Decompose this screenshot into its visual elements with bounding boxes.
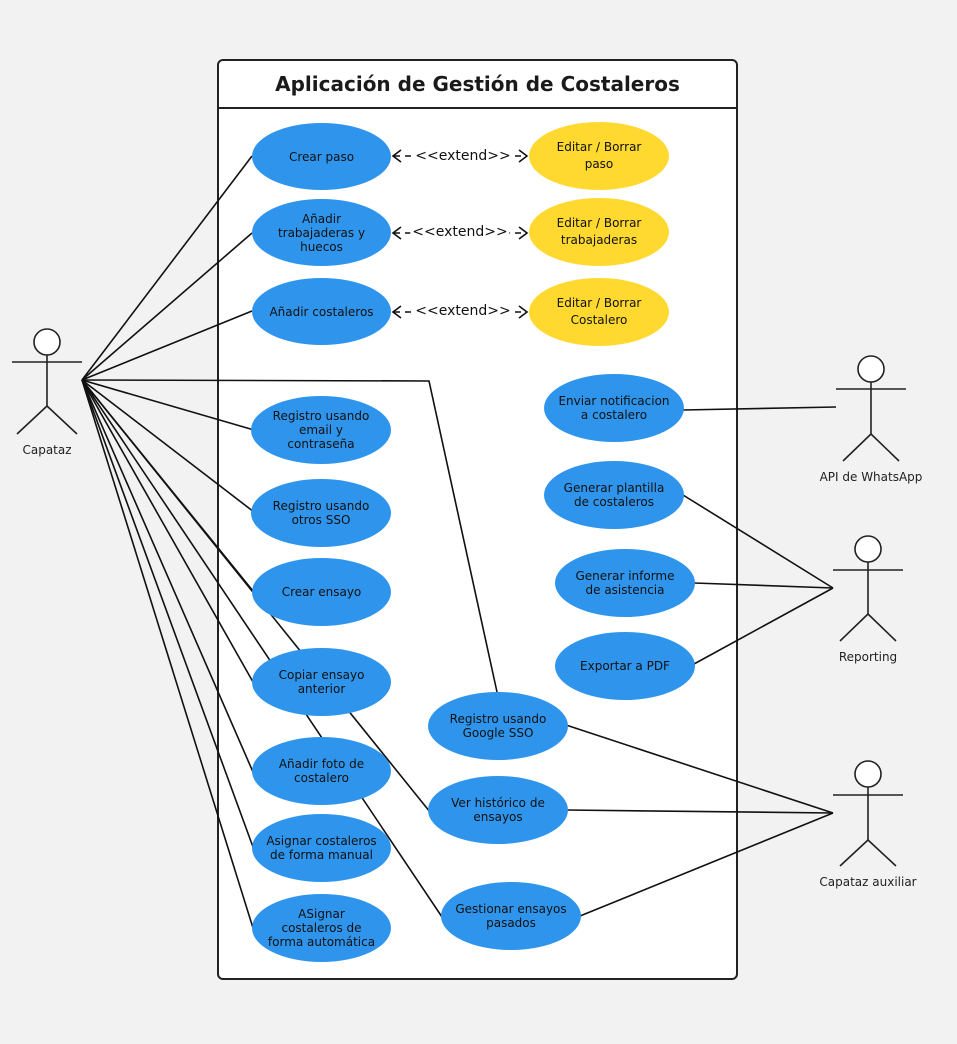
use-case-crear-paso[interactable]: Crear paso — [252, 123, 391, 190]
assoc-capataz-anadir-trabajaderas — [81, 232, 253, 381]
use-case-editar-costalero[interactable]: Editar / Borrar Costalero — [529, 278, 669, 346]
actor-reporting-label: Reporting — [838, 650, 898, 664]
extend-label-paso: <<extend>> — [413, 148, 513, 164]
use-case-anadir-foto[interactable]: Añadir foto de costalero — [252, 737, 391, 805]
arrowhead-right-1 — [518, 149, 529, 163]
arrowhead-right-2 — [518, 226, 529, 240]
assoc-capataz-copiar-ensayo — [81, 379, 254, 683]
assoc-capataz-anadir-foto — [81, 379, 254, 773]
extend-label-costalero: <<extend>> — [413, 303, 513, 319]
use-case-registro-google[interactable]: Registro usando Google SSO — [428, 692, 568, 760]
use-case-registro-email[interactable]: Registro usando email y contraseña — [251, 396, 391, 464]
assoc-auxiliar-registro-google — [565, 724, 834, 814]
use-case-editar-paso[interactable]: Editar / Borrar paso — [529, 122, 669, 190]
assoc-capataz-asignar-manual — [81, 379, 254, 848]
assoc-reporting-informe — [693, 582, 834, 589]
assoc-auxiliar-historico — [565, 809, 834, 814]
assoc-capataz-registro-google — [81, 379, 498, 693]
arrowhead-left-2 — [391, 226, 402, 240]
actor-whatsapp-label: API de WhatsApp — [819, 470, 923, 484]
assoc-capataz-registro-sso — [81, 379, 255, 513]
arrowhead-right-3 — [518, 305, 529, 319]
assoc-capataz-registro-email — [81, 379, 255, 431]
use-case-generar-informe[interactable]: Generar informe de asistencia — [555, 549, 695, 617]
actor-capataz-label: Capataz — [22, 443, 72, 457]
arrowhead-left-1 — [391, 149, 402, 163]
actor-auxiliar-figure — [833, 760, 903, 867]
use-case-anadir-costaleros[interactable]: Añadir costaleros — [252, 278, 391, 345]
assoc-reporting-plantilla — [682, 494, 834, 589]
assoc-whatsapp-enviar — [682, 406, 837, 411]
actor-capataz-figure — [12, 328, 82, 435]
use-case-copiar-ensayo[interactable]: Copiar ensayo anterior — [252, 648, 391, 716]
use-case-enviar-notificacion[interactable]: Enviar notificacion a costalero — [544, 374, 684, 442]
use-case-generar-plantilla[interactable]: Generar plantilla de costaleros — [544, 461, 684, 529]
use-case-editar-trabajaderas[interactable]: Editar / Borrar trabajaderas — [529, 198, 669, 266]
arrowhead-left-3 — [391, 305, 402, 319]
use-case-asignar-auto[interactable]: ASignar costaleros de forma automática — [252, 894, 391, 962]
system-title: Aplicación de Gestión de Costaleros — [219, 61, 736, 109]
use-case-registro-sso[interactable]: Registro usando otros SSO — [251, 479, 391, 547]
actor-reporting-figure — [833, 535, 903, 642]
actor-auxiliar-label: Capataz auxiliar — [819, 875, 917, 889]
assoc-reporting-pdf — [693, 587, 834, 665]
assoc-auxiliar-gestionar — [579, 812, 834, 917]
use-case-gestionar-ensayos[interactable]: Gestionar ensayos pasados — [441, 882, 581, 950]
assoc-capataz-crear-paso — [81, 155, 253, 381]
assoc-capataz-anadir-costaleros — [81, 310, 253, 381]
use-case-crear-ensayo[interactable]: Crear ensayo — [252, 558, 391, 626]
use-case-exportar-pdf[interactable]: Exportar a PDF — [555, 632, 695, 700]
use-case-asignar-manual[interactable]: Asignar costaleros de forma manual — [252, 814, 391, 882]
use-case-ver-historico[interactable]: Ver histórico de ensayos — [428, 776, 568, 844]
extend-label-trabajaderas: <<extend>> — [410, 224, 510, 240]
assoc-capataz-asignar-auto — [81, 379, 254, 929]
use-case-anadir-trabajaderas[interactable]: Añadir trabajaderas y huecos — [252, 199, 391, 266]
actor-whatsapp-figure — [836, 355, 906, 462]
assoc-capataz-gestionar-ensayos — [81, 379, 443, 918]
